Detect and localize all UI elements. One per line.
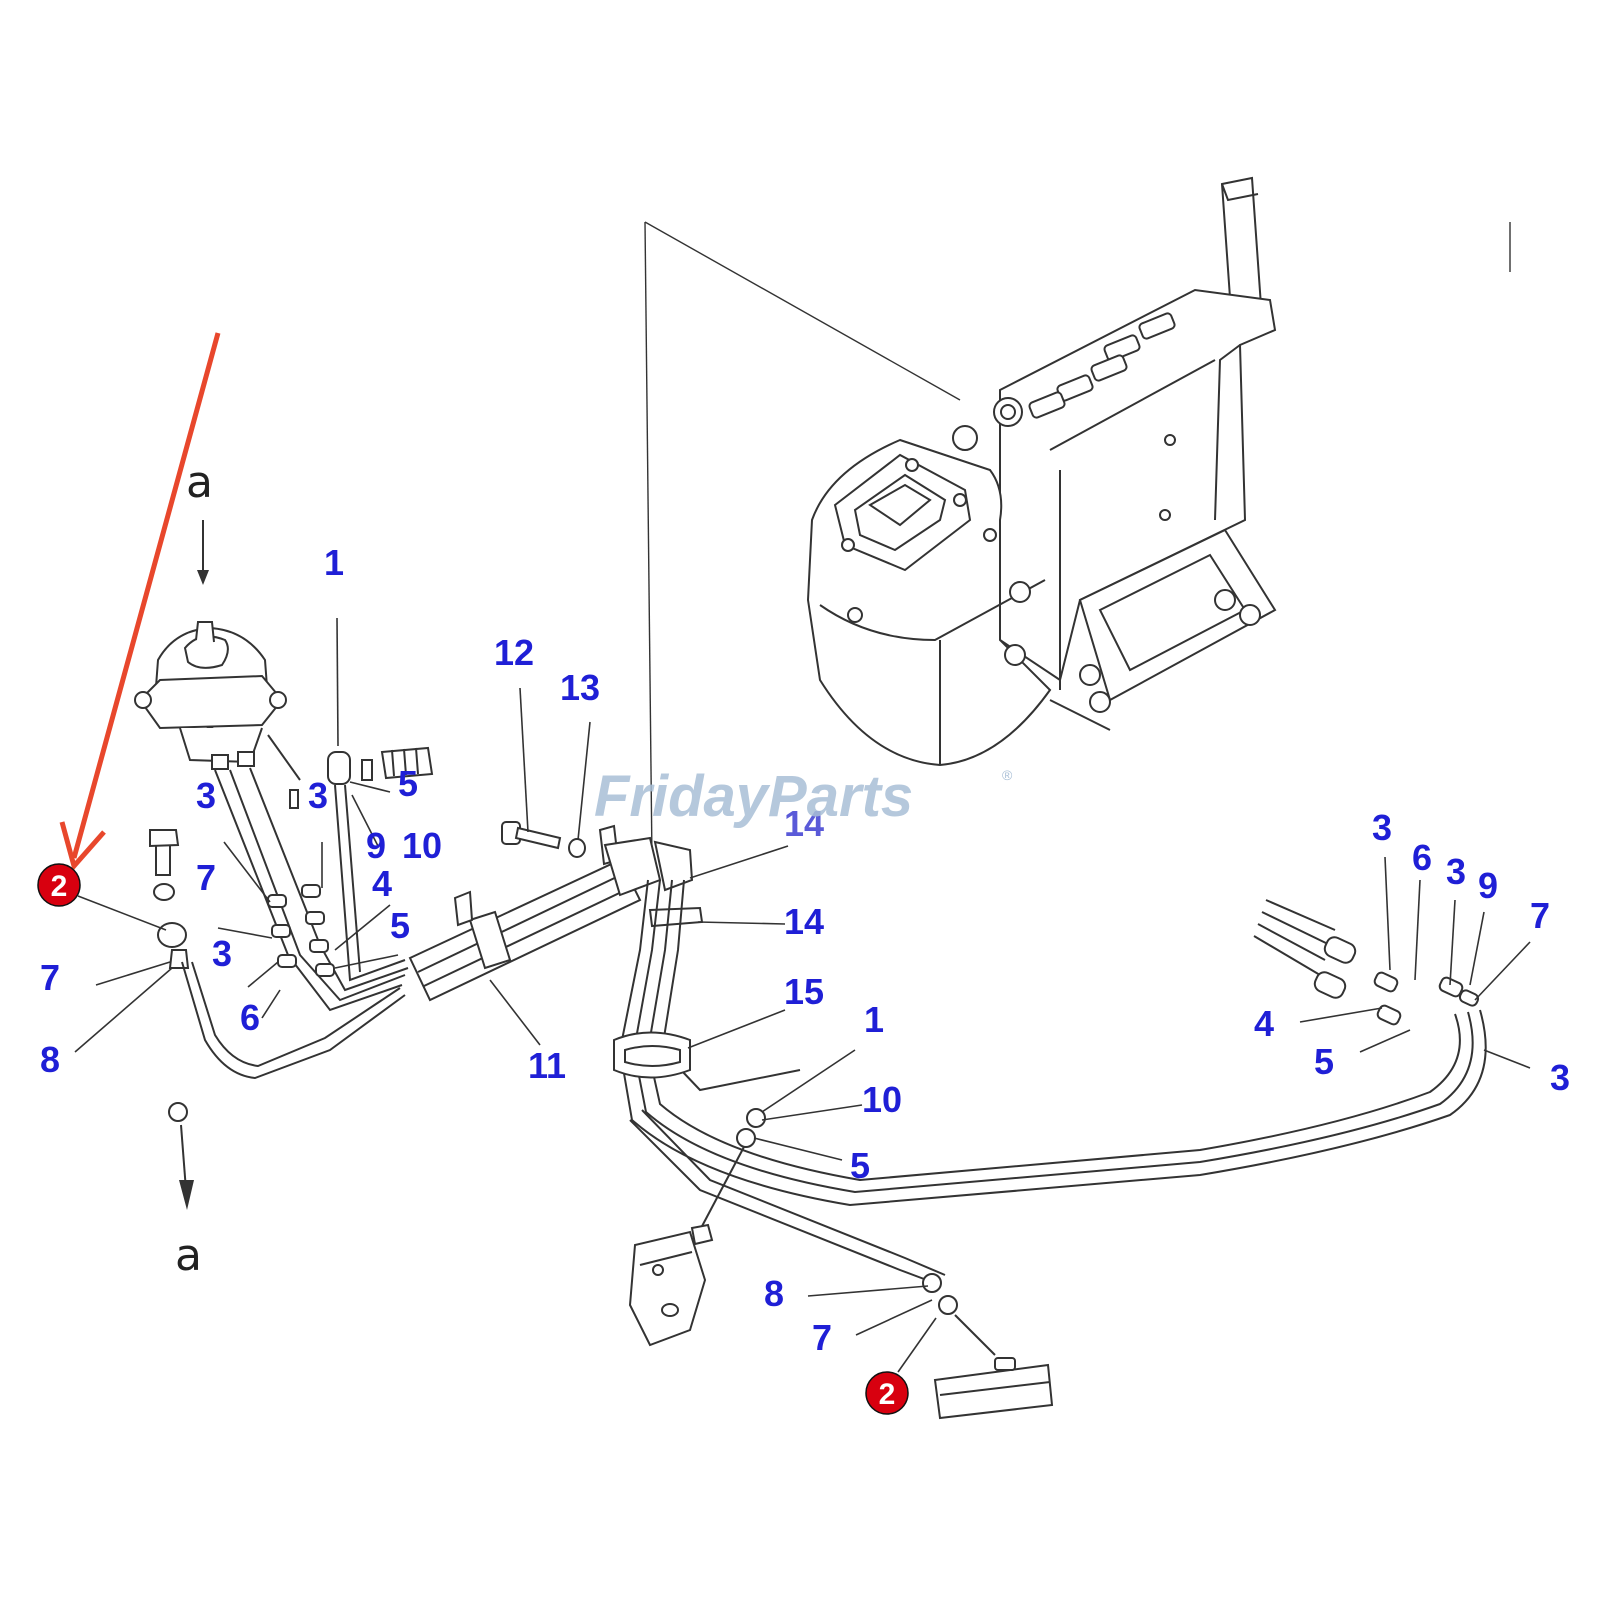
callout-label: 4 xyxy=(1254,1003,1274,1044)
highlight-badge: 2 xyxy=(37,863,81,907)
callout-label: 3 xyxy=(196,775,216,816)
callout-label: 5 xyxy=(850,1145,870,1186)
reference-letter-bottom: a xyxy=(175,1230,202,1281)
ppc-valve xyxy=(134,621,301,809)
callout-label: 5 xyxy=(390,905,410,946)
highlight-pointer-arrow xyxy=(71,332,221,859)
callout-label: 8 xyxy=(764,1273,784,1314)
highlight-badge: 2 xyxy=(865,1371,909,1415)
callout-label: 10 xyxy=(862,1079,902,1120)
callout-label: 9 xyxy=(366,825,386,866)
callout-label: 15 xyxy=(784,971,824,1012)
watermark-logo: FridayParts xyxy=(594,764,913,829)
reference-letter-top: a xyxy=(186,457,213,508)
callout-label: 3 xyxy=(212,933,232,974)
callout-label: 3 xyxy=(1446,851,1466,892)
operator-console-assembly xyxy=(806,176,1277,767)
highlight-pointer-arrowhead xyxy=(59,821,106,872)
callout-label: 12 xyxy=(494,632,534,673)
bolt-and-washer xyxy=(501,821,586,858)
pressure-switches xyxy=(628,1108,1054,1420)
callout-label: 14 xyxy=(784,803,824,844)
callout-label: 3 xyxy=(1372,807,1392,848)
callout-label: 7 xyxy=(196,857,216,898)
callout-label: 1 xyxy=(864,999,884,1040)
callout-label: 7 xyxy=(812,1317,832,1358)
callout-label: 4 xyxy=(372,863,392,904)
left-hoses xyxy=(181,767,409,1080)
watermark-registered-mark: ® xyxy=(1002,767,1013,783)
callout-label: 11 xyxy=(528,1045,566,1086)
left-fittings xyxy=(149,746,434,1122)
callout-label: 5 xyxy=(398,763,418,804)
callout-label: 6 xyxy=(1412,837,1432,878)
callout-label: 1 xyxy=(324,542,344,583)
callout-label: 13 xyxy=(560,667,600,708)
svg-text:2: 2 xyxy=(879,1378,896,1411)
callout-leaders xyxy=(74,617,1531,1336)
callout-label: 7 xyxy=(1530,895,1550,936)
callout-label: 5 xyxy=(1314,1041,1334,1082)
callout-label: 8 xyxy=(40,1039,60,1080)
svg-text:2: 2 xyxy=(51,870,68,903)
callout-label: 6 xyxy=(240,997,260,1038)
callout-label: 7 xyxy=(40,957,60,998)
hose-bundle xyxy=(408,824,704,1002)
assembly-leader xyxy=(644,221,653,861)
callout-label: 14 xyxy=(784,901,824,942)
callout-labels: 1 3 3 7 3 6 5 9 10 4 5 12 13 14 14 15 11… xyxy=(40,542,1570,1358)
callout-label: 3 xyxy=(308,775,328,816)
main-hoses xyxy=(613,879,1487,1286)
callout-label: 3 xyxy=(1550,1057,1570,1098)
callout-label: 9 xyxy=(1478,865,1498,906)
callout-label: 10 xyxy=(402,825,442,866)
assembly-leader xyxy=(644,221,961,401)
